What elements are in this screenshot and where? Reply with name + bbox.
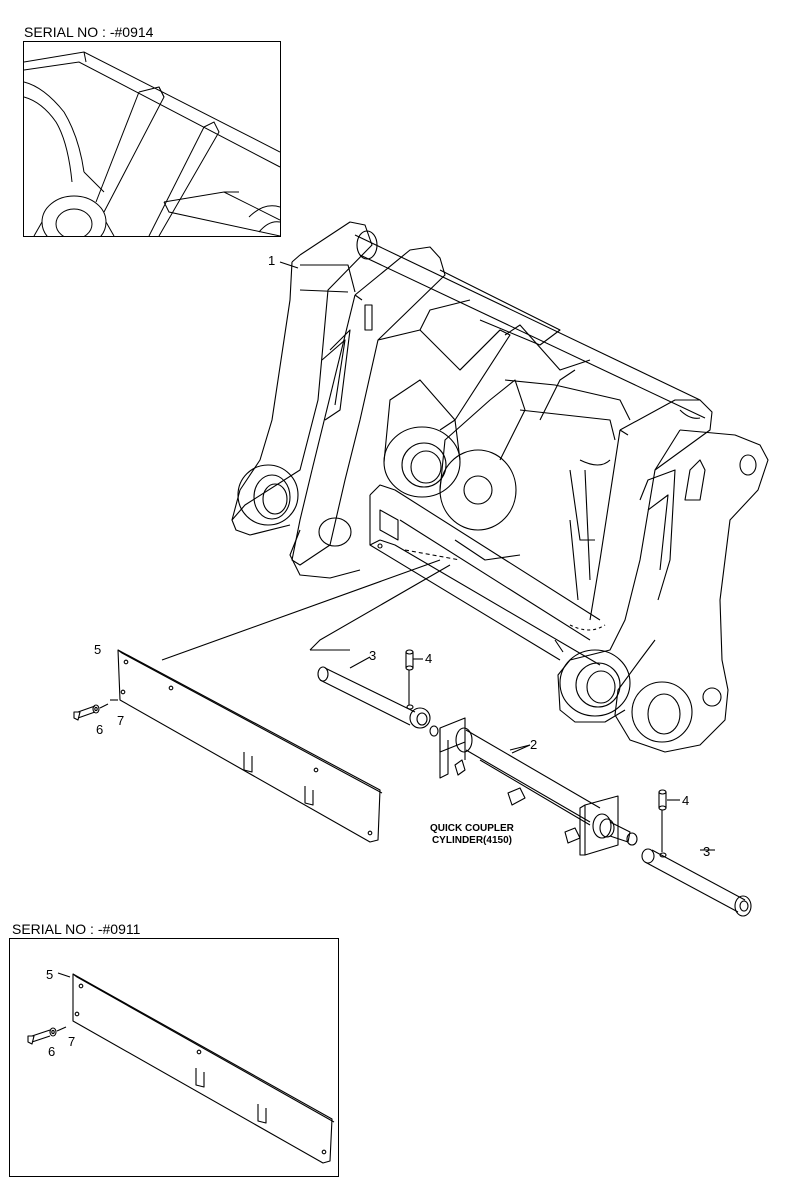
serial-label-top: SERIAL NO : -#0914	[24, 24, 154, 40]
inset-part-number-7: 7	[68, 1034, 76, 1049]
cylinder-callout: QUICK COUPLER CYLINDER(4150)	[430, 823, 514, 847]
inset-part-number-6: 6	[48, 1044, 56, 1059]
part-number-4-right: 4	[682, 793, 690, 808]
part-number-3-left: 3	[369, 648, 377, 663]
part-number-4-left: 4	[425, 651, 433, 666]
inset-top-drawing	[24, 42, 280, 236]
part-number-7-main: 7	[117, 713, 125, 728]
part-number-5-main: 5	[94, 642, 102, 657]
serial-label-bottom: SERIAL NO : -#0911	[12, 921, 141, 937]
part-number-2: 2	[530, 737, 538, 752]
part-number-6-main: 6	[96, 722, 104, 737]
part-number-3-right: 3	[703, 844, 711, 859]
cylinder-callout-line2: CYLINDER(4150)	[431, 835, 512, 846]
cylinder-callout-line1: QUICK COUPLER	[430, 823, 514, 834]
part-number-1: 1	[268, 253, 276, 268]
detail-inset-bottom: 5 6 7	[9, 938, 339, 1177]
detail-inset-top	[23, 41, 281, 237]
inset-bottom-drawing	[10, 939, 338, 1176]
inset-part-number-5: 5	[46, 967, 54, 982]
